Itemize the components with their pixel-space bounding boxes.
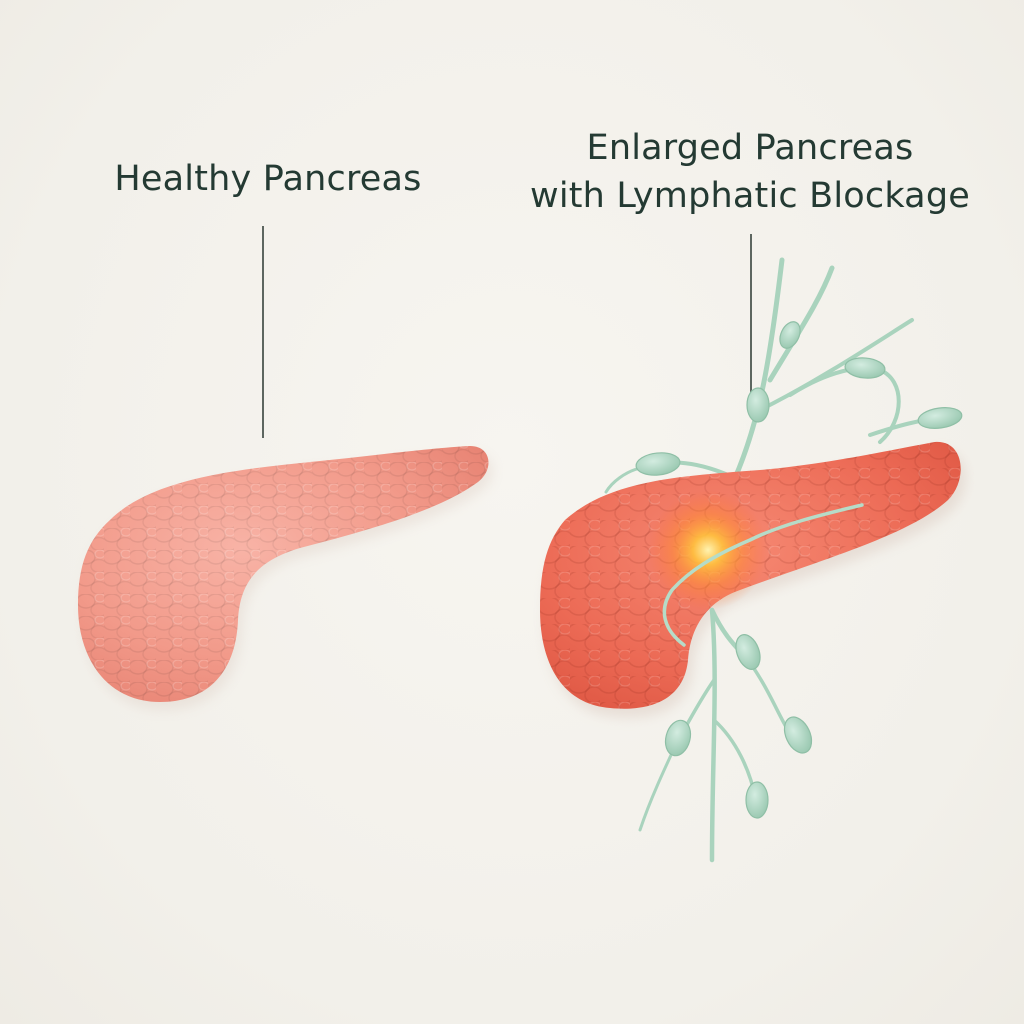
enlarged-label-line-1: Enlarged Pancreas xyxy=(586,128,914,168)
enlarged-pancreas-label: Enlarged Pancreas with Lymphatic Blockag… xyxy=(500,124,1000,220)
lymph-nodes-lower xyxy=(664,634,813,819)
inflammation-glow xyxy=(648,490,768,610)
lymph-nodes-upper xyxy=(635,321,963,476)
healthy-pancreas xyxy=(78,446,493,710)
healthy-leader-line xyxy=(262,226,264,438)
enlarged-pancreas xyxy=(540,441,966,718)
lymphatic-duct xyxy=(662,503,864,647)
healthy-pancreas-label: Healthy Pancreas xyxy=(114,159,422,199)
enlarged-leader-line xyxy=(750,234,752,394)
enlarged-label-line-2: with Lymphatic Blockage xyxy=(530,176,970,216)
